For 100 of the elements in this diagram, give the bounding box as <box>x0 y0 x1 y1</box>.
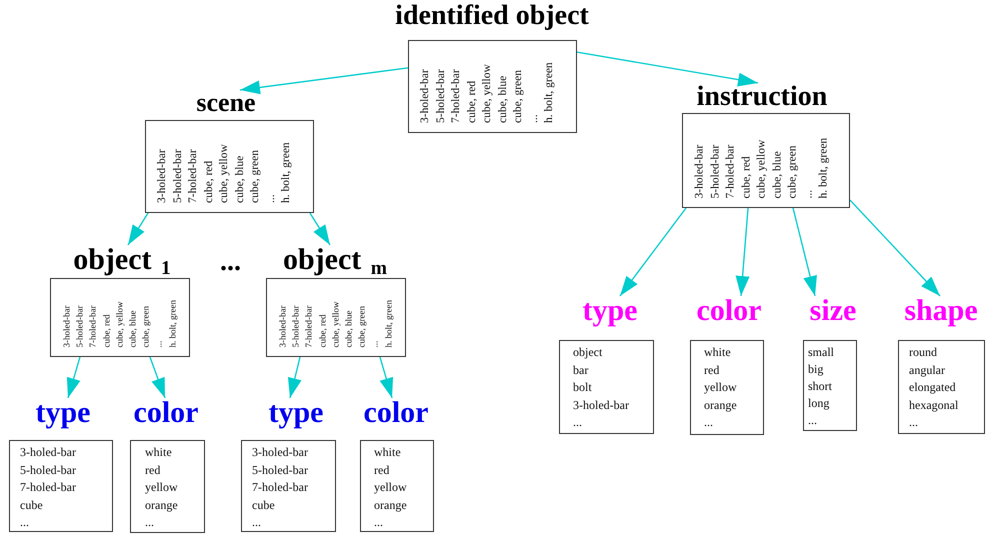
heading: type <box>268 398 324 428</box>
list-item: yellow <box>145 479 179 496</box>
list-item: cube, red <box>202 160 216 203</box>
list-item: h. bolt, green <box>816 136 830 198</box>
arrow <box>149 356 166 398</box>
list-item: ... <box>573 414 583 431</box>
list-item: 7-holed-bar <box>723 143 737 198</box>
list-item: 7-holed-bar <box>20 479 77 496</box>
list-item: 5-holed-bar <box>708 143 722 198</box>
list-item: cube, yellow <box>754 138 768 198</box>
ellipsis-label: ... <box>220 248 241 276</box>
list-item: 3-holed-bar <box>418 68 432 123</box>
list-item: angular <box>909 362 946 379</box>
list-item: 3-holed-bar <box>155 148 169 203</box>
list-item: cube, green <box>139 304 152 347</box>
list-item: big <box>808 361 824 378</box>
arrow <box>288 356 302 398</box>
list-item: ... <box>368 339 380 347</box>
list-item: cube, red <box>100 313 112 347</box>
list-item: ... <box>808 412 818 429</box>
heading: shape <box>904 296 978 326</box>
list-item: white <box>374 444 402 461</box>
list-item: 5-holed-bar <box>73 304 86 347</box>
list-item: hexagonal <box>909 396 960 414</box>
heading: type <box>582 296 638 326</box>
list-item: ... <box>252 514 262 531</box>
list-item: 3-holed-bar <box>692 143 706 198</box>
list-item: 5-holed-bar <box>252 462 309 478</box>
list-item: ... <box>526 113 540 123</box>
list-item: ... <box>20 514 30 531</box>
arrow <box>127 212 149 246</box>
list-item: bolt <box>573 379 593 396</box>
list-item: cube, red <box>738 154 752 198</box>
list-item: cube, blue <box>342 309 354 347</box>
list-item: yellow <box>374 479 408 496</box>
list-item: 3-holed-bar <box>252 444 309 461</box>
list-item: 3-holed-bar <box>573 396 630 414</box>
arrow <box>792 208 817 296</box>
list-item: cube, yellow <box>217 143 231 203</box>
list-item: short <box>808 378 833 395</box>
heading: color <box>696 296 762 326</box>
list-item: 5-holed-bar <box>289 304 302 347</box>
list-item: ... <box>264 193 278 203</box>
list-item: cube, green <box>355 304 368 347</box>
list-item: cube, blue <box>496 74 510 123</box>
arrow <box>619 208 687 296</box>
heading: scene <box>196 90 256 116</box>
list-item: 3-holed-bar <box>60 304 72 347</box>
list-item: orange <box>704 396 738 414</box>
arrow <box>576 51 758 87</box>
list-item: yellow <box>704 379 738 396</box>
list-item: small <box>808 344 835 361</box>
list-item: 5-holed-bar <box>434 68 448 123</box>
list-item: ... <box>704 414 714 431</box>
list-item: cube, green <box>511 69 525 123</box>
list-item: cube <box>20 496 44 514</box>
arrow <box>66 356 81 398</box>
list-item: bar <box>573 362 590 378</box>
list-item: red <box>374 462 390 478</box>
heading: identified object <box>395 2 589 30</box>
list-item: cube, green <box>248 149 262 203</box>
arrow <box>850 200 940 296</box>
list-item: red <box>704 362 720 378</box>
list-item: ... <box>374 514 384 531</box>
heading: type <box>36 398 90 428</box>
list-item: 5-holed-bar <box>20 462 77 478</box>
list-item: 7-holed-bar <box>186 148 200 203</box>
list-item: object <box>573 344 604 361</box>
arrow <box>309 212 331 246</box>
list-item: cube, blue <box>770 150 784 198</box>
heading: object $_{m}$ <box>282 245 388 278</box>
list-item: cube, red <box>464 80 478 123</box>
list-item: long <box>808 395 830 412</box>
list-item: round <box>909 344 938 361</box>
list-item: h. bolt, green <box>542 61 556 123</box>
list-item: ... <box>800 188 814 198</box>
list-item: 7-holed-bar <box>302 304 314 347</box>
list-item: 3-holed-bar <box>276 304 288 347</box>
list-item: cube, blue <box>126 309 138 347</box>
list-item: cube, yellow <box>480 63 494 123</box>
list-item: ... <box>909 414 919 431</box>
list-item: red <box>145 462 162 478</box>
list-item: h. bolt, green <box>166 298 178 347</box>
list-item: 7-holed-bar <box>252 479 309 496</box>
list-item: orange <box>374 496 408 514</box>
list-item: 3-holed-bar <box>20 444 77 461</box>
heading: size <box>810 296 856 326</box>
list-item: cube, green <box>785 144 799 198</box>
list-item: cube <box>252 496 276 514</box>
list-item: cube, yellow <box>328 300 342 347</box>
list-item: cube, blue <box>232 154 246 203</box>
list-item: elongated <box>909 379 957 396</box>
heading: color <box>364 398 428 428</box>
arrow <box>240 67 408 94</box>
list-item: 7-holed-bar <box>86 304 98 347</box>
list-item: orange <box>145 496 179 514</box>
arrow <box>379 356 394 398</box>
heading: color <box>134 398 198 428</box>
arrow <box>736 208 750 296</box>
heading: object $_{1}$ <box>73 245 171 278</box>
